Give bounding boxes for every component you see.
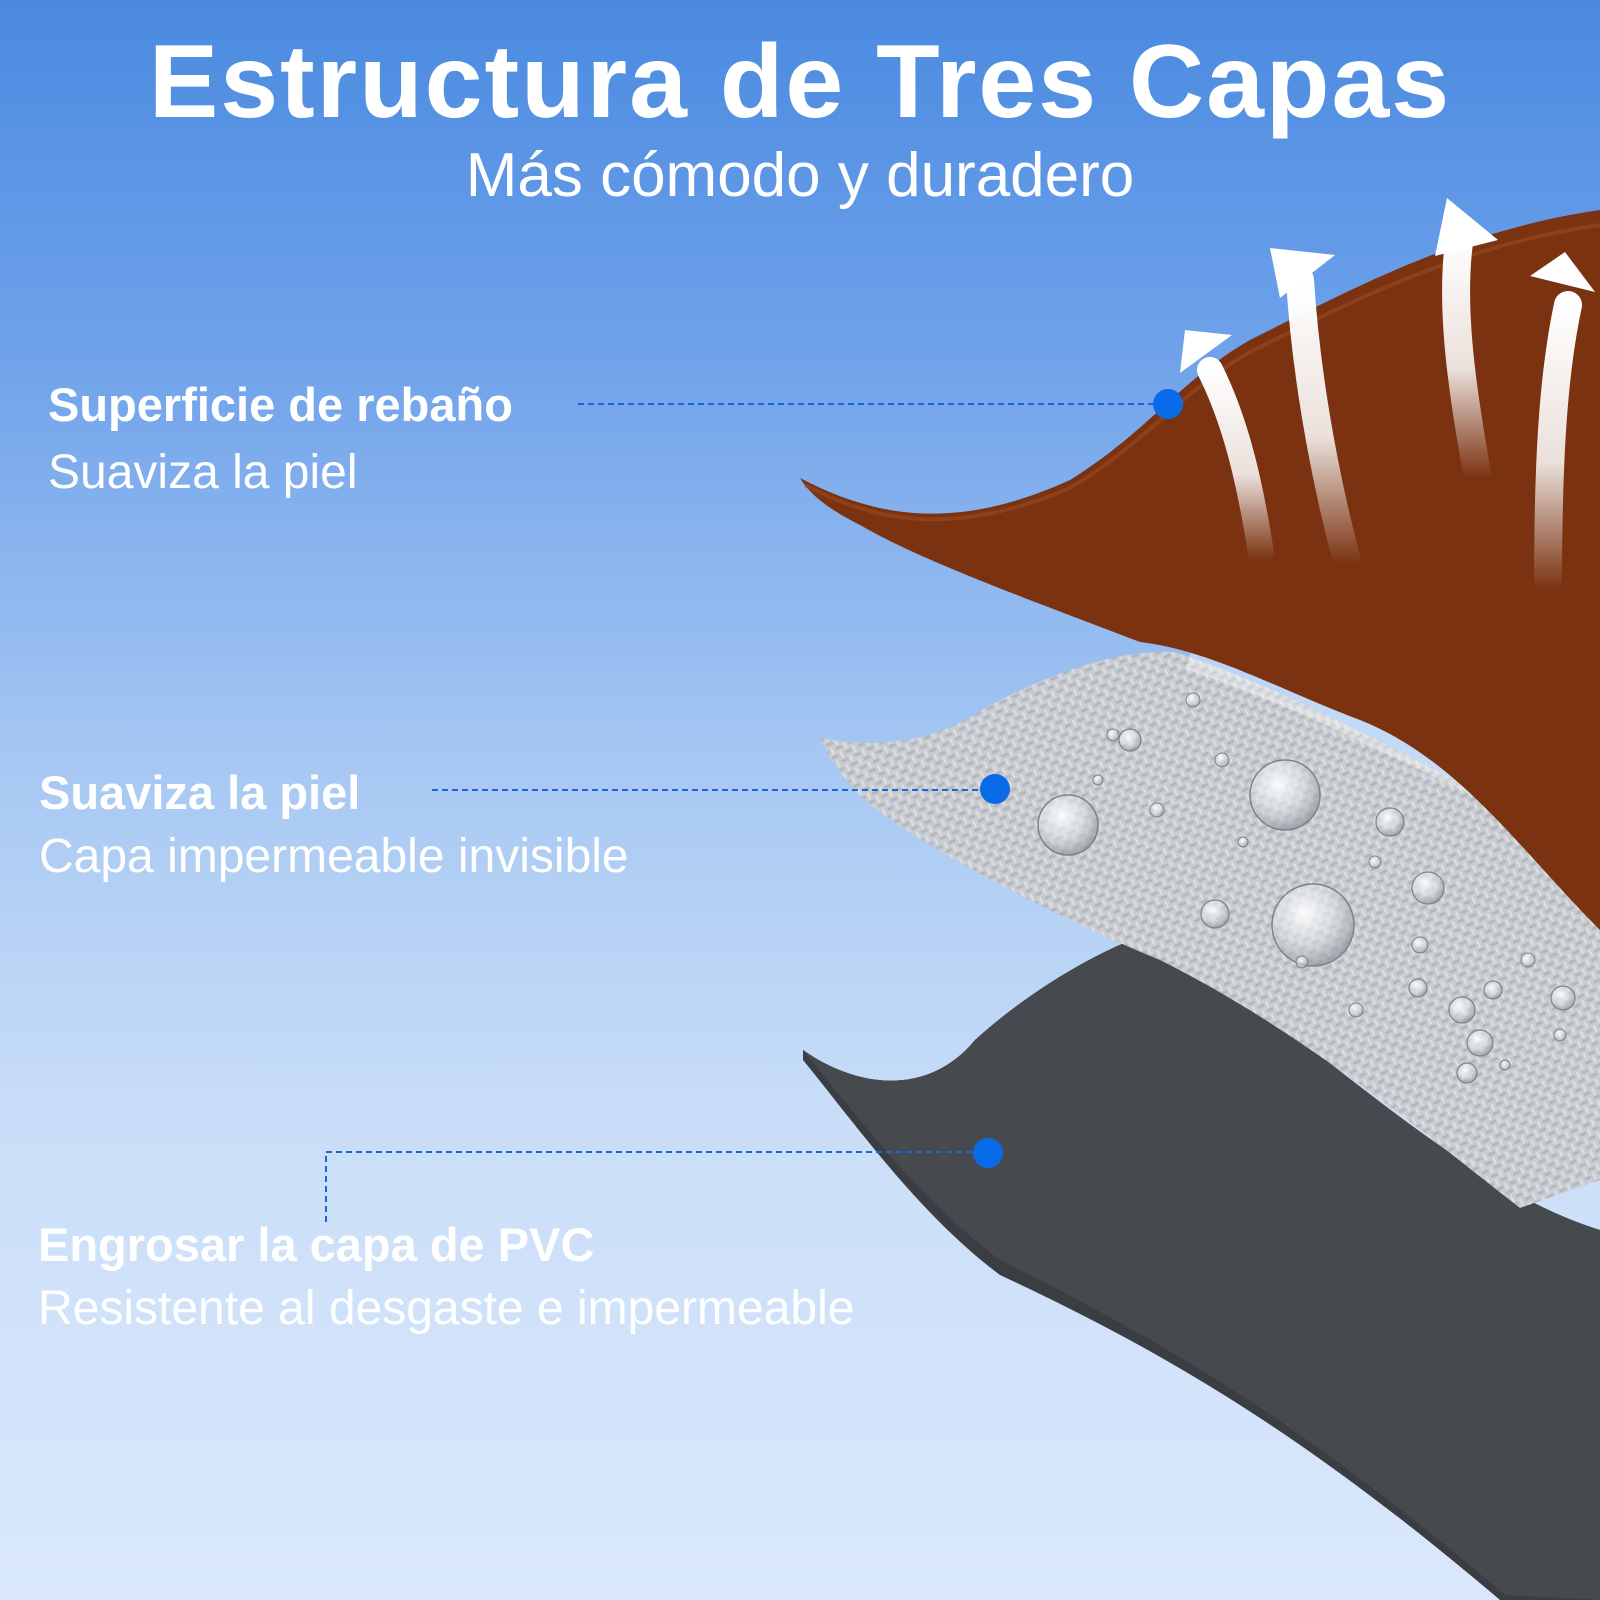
airflow-arrow-icon — [1180, 330, 1275, 573]
page-title: Estructura de Tres Capas — [148, 24, 1452, 140]
water-droplet-icon — [1520, 952, 1536, 968]
water-droplet-icon — [1271, 883, 1355, 967]
layer-label-pvc: Engrosar la capa de PVC Resistente al de… — [38, 1217, 854, 1339]
marker-dot — [973, 1138, 1003, 1168]
layer-heading: Engrosar la capa de PVC — [38, 1218, 595, 1271]
layer-description: Suaviza la piel — [48, 446, 358, 500]
water-droplet-icon — [1185, 692, 1201, 708]
water-droplet-icon — [1550, 985, 1576, 1011]
marker-dot — [1153, 389, 1183, 419]
water-droplets — [1037, 692, 1576, 1084]
water-droplet-icon — [1499, 1059, 1511, 1071]
connector-1 — [578, 389, 1183, 419]
water-droplet-icon — [1466, 1029, 1494, 1057]
water-droplet-icon — [1456, 1062, 1478, 1084]
water-droplet-icon — [1411, 871, 1445, 905]
water-droplet-icon — [1408, 978, 1428, 998]
pvc-layer — [803, 935, 1600, 1600]
marker-dot — [980, 774, 1010, 804]
water-droplet-icon — [1214, 752, 1230, 768]
layer-heading: Suaviza la piel — [39, 766, 361, 819]
water-droplet-icon — [1553, 1028, 1567, 1042]
layer-label-flock: Superficie de rebaño Suaviza la piel — [48, 377, 513, 503]
airflow-arrow-icon — [1530, 252, 1595, 604]
water-droplet-icon — [1037, 794, 1099, 856]
water-droplet-icon — [1295, 955, 1309, 969]
water-droplet-icon — [1118, 728, 1142, 752]
water-droplet-icon — [1375, 807, 1405, 837]
airflow-arrows — [1180, 198, 1595, 604]
water-droplet-icon — [1348, 1002, 1364, 1018]
water-droplet-icon — [1249, 759, 1321, 831]
layer-heading: Superficie de rebaño — [48, 378, 513, 431]
water-droplet-icon — [1200, 899, 1230, 929]
airflow-arrow-icon — [1270, 248, 1362, 579]
water-droplet-icon — [1237, 836, 1249, 848]
water-droplet-icon — [1411, 936, 1429, 954]
layer-description: Resistente al desgaste e impermeable — [38, 1282, 855, 1336]
water-droplet-icon — [1448, 996, 1476, 1024]
water-droplet-icon — [1149, 802, 1165, 818]
layer-description: Capa impermeable invisible — [39, 830, 629, 884]
layer-label-waterproof: Suaviza la piel Capa impermeable invisib… — [39, 765, 629, 887]
water-droplet-icon — [1106, 728, 1120, 742]
airflow-arrow-icon — [1435, 198, 1498, 492]
connector-3 — [325, 1138, 1003, 1222]
page-subtitle: Más cómodo y duradero — [465, 141, 1135, 210]
water-droplet-icon — [1483, 980, 1503, 1000]
connector-2 — [432, 774, 1010, 804]
water-droplet-icon — [1368, 855, 1382, 869]
water-droplet-icon — [1092, 774, 1104, 786]
